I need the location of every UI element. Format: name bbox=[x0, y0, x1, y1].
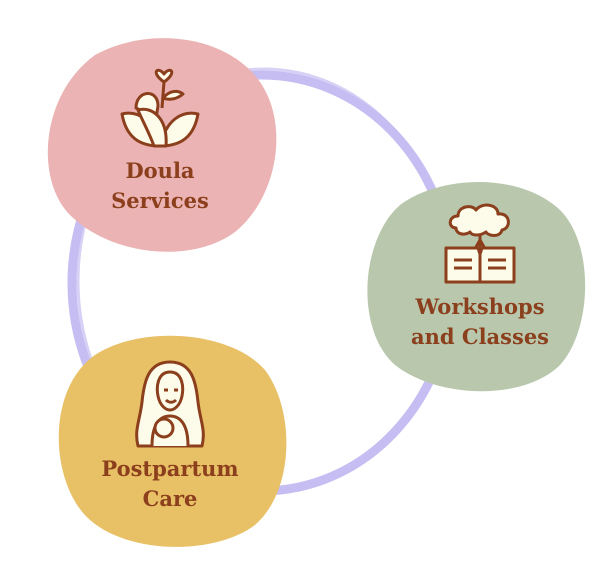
flower-heart-icon bbox=[120, 68, 200, 148]
node-title-line1: Doula bbox=[125, 158, 195, 183]
node-title-line1: Postpartum bbox=[101, 456, 239, 481]
book-tree-icon bbox=[444, 203, 516, 284]
node-title-line2: Care bbox=[142, 486, 198, 511]
node-title-line2: and Classes bbox=[411, 324, 549, 349]
node-doula-services: Doula Services bbox=[80, 58, 240, 216]
node-postpartum-care: Postpartum Care bbox=[90, 358, 250, 514]
node-title-line1: Workshops bbox=[415, 294, 545, 319]
node-title-line2: Services bbox=[111, 188, 209, 213]
workshops-blob bbox=[367, 181, 586, 392]
mother-baby-icon bbox=[135, 360, 205, 448]
node-workshops-classes: Workshops and Classes bbox=[395, 200, 565, 352]
